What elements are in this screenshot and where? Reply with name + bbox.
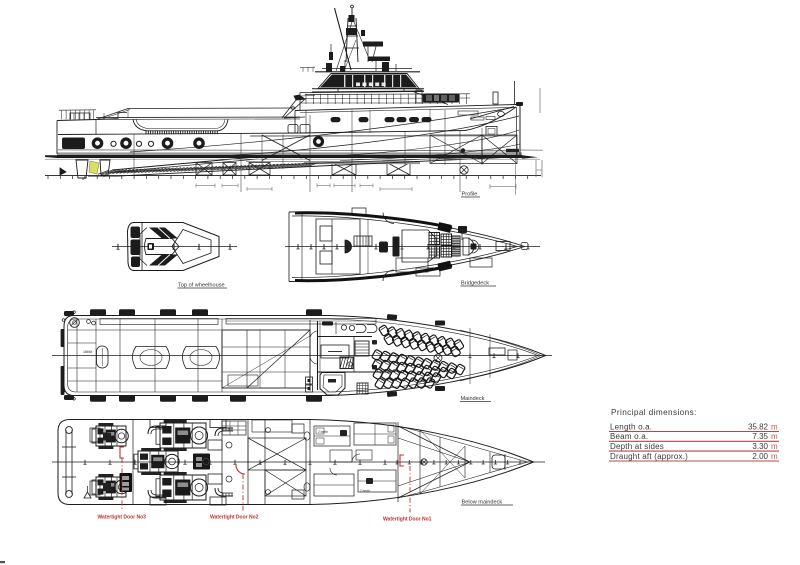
svg-text:Watertight Door No2: Watertight Door No2 — [210, 515, 259, 521]
svg-text:Maindeck: Maindeck — [461, 396, 485, 402]
svg-text:3.30: 3.30 — [752, 442, 768, 451]
svg-text:m: m — [771, 452, 778, 461]
svg-text:m: m — [771, 432, 778, 441]
svg-text:Depth at sides: Depth at sides — [610, 442, 664, 451]
svg-text:Length o.a.: Length o.a. — [610, 422, 652, 431]
svg-text:16t/6t: 16t/6t — [83, 350, 92, 354]
svg-text:35.82: 35.82 — [748, 422, 769, 431]
svg-text:Draught aft (approx.): Draught aft (approx.) — [610, 452, 688, 461]
svg-text:Watertight Door No1: Watertight Door No1 — [383, 517, 432, 523]
svg-text:Watertight Door No3: Watertight Door No3 — [98, 515, 147, 521]
svg-text:2 berth: 2 berth — [318, 430, 328, 434]
svg-text:2.00: 2.00 — [752, 452, 768, 461]
svg-text:Principal dimensions:: Principal dimensions: — [611, 408, 697, 417]
svg-text:Profile: Profile — [462, 192, 478, 198]
svg-text:7.35: 7.35 — [752, 432, 768, 441]
svg-text:Top of wheelhouse: Top of wheelhouse — [178, 283, 225, 289]
svg-text:Below maindeck: Below maindeck — [462, 500, 503, 506]
svg-text:Bridgedeck: Bridgedeck — [461, 281, 489, 287]
svg-text:Beam o.a.: Beam o.a. — [610, 432, 648, 441]
svg-text:m: m — [771, 422, 778, 431]
svg-text:2 berth: 2 berth — [360, 489, 370, 493]
svg-text:m: m — [771, 442, 778, 451]
